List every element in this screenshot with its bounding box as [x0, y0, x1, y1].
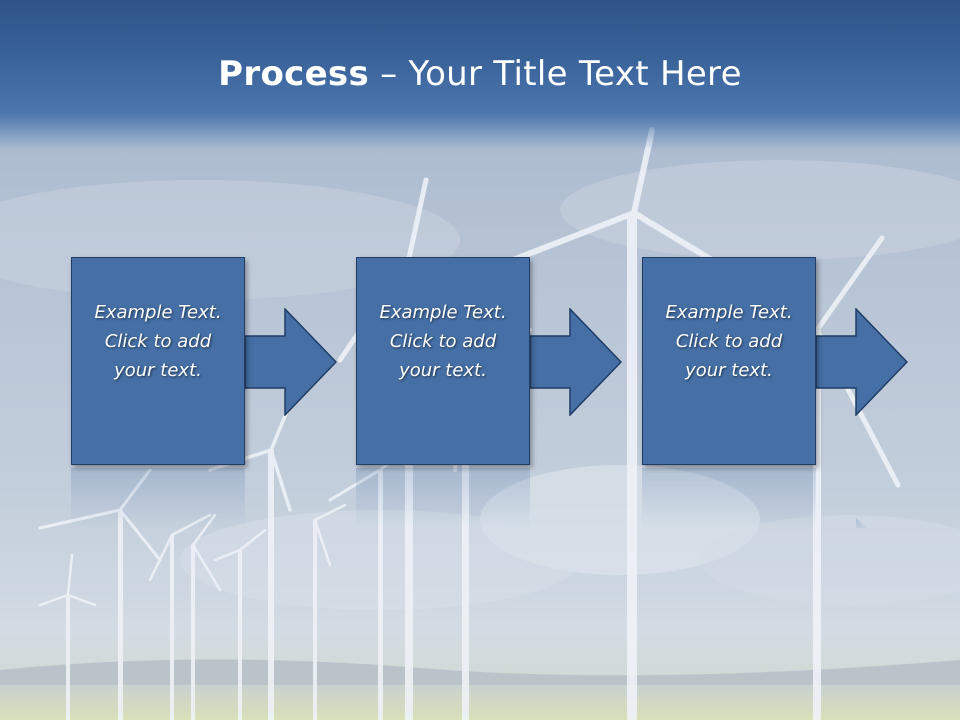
title-rest-text: – Your Title Text Here: [369, 54, 742, 94]
page-title[interactable]: Process – Your Title Text Here: [0, 52, 960, 96]
step-text-3: Example Text. Click to add your text.: [665, 298, 792, 385]
step-text-2: Example Text. Click to add your text.: [379, 298, 506, 385]
step-text-line: Example Text.: [94, 301, 222, 323]
step-text-line: Click to add: [389, 330, 497, 352]
step-box-2[interactable]: Example Text. Click to add your text.: [356, 257, 530, 465]
step-box-3[interactable]: Example Text. Click to add your text.: [642, 257, 816, 465]
right-arrow-icon: [530, 308, 622, 416]
step-text-line: your text.: [114, 359, 202, 381]
title-bar: [0, 0, 960, 150]
step-text-line: Example Text.: [379, 301, 507, 323]
step-text-line: Example Text.: [665, 301, 793, 323]
step-text-line: Click to add: [675, 330, 783, 352]
step-text-line: Click to add: [104, 330, 212, 352]
step-text-line: your text.: [685, 359, 773, 381]
step-text-1: Example Text. Click to add your text.: [94, 298, 221, 385]
title-bold-text: Process: [218, 54, 370, 94]
right-arrow-icon: [816, 308, 908, 416]
right-arrow-icon: [245, 308, 337, 416]
step-reflection: [71, 468, 866, 528]
step-box-1[interactable]: Example Text. Click to add your text.: [71, 257, 245, 465]
step-text-line: your text.: [399, 359, 487, 381]
